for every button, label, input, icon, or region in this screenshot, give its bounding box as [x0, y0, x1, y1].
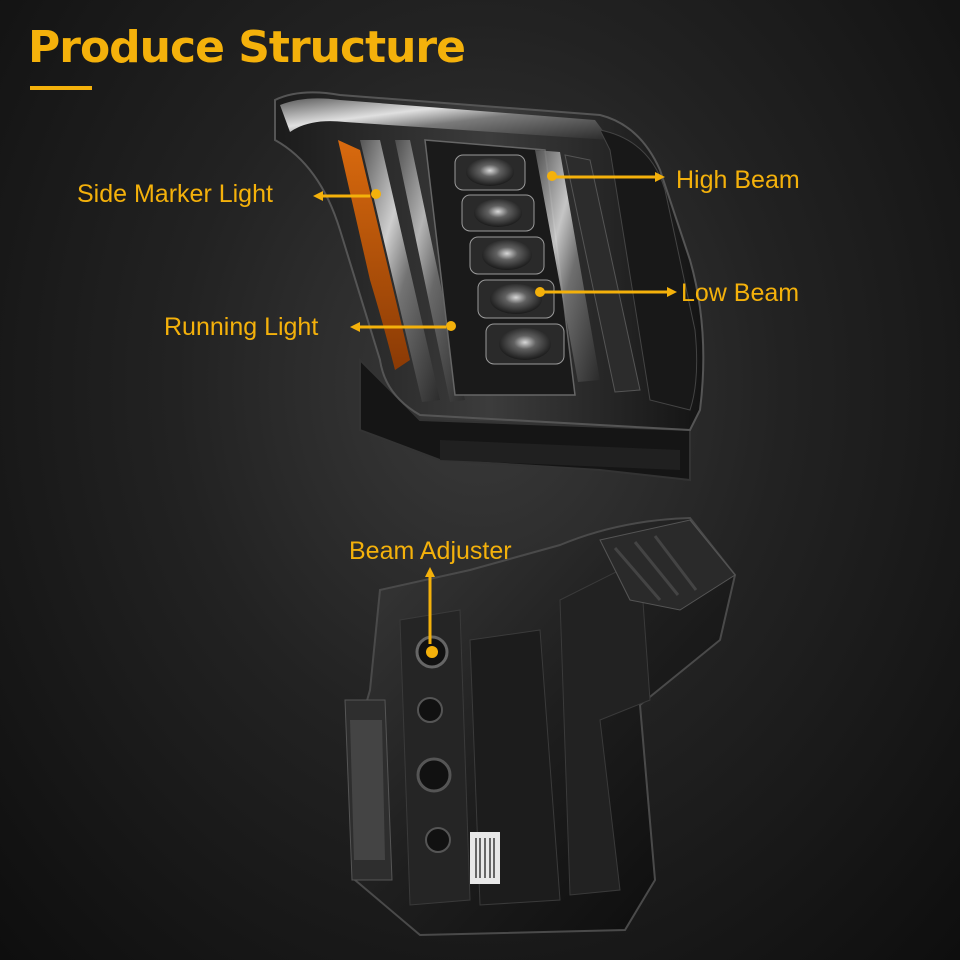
- label-side-marker-light: Side Marker Light: [77, 180, 273, 208]
- page-title: Produce Structure: [28, 22, 466, 73]
- label-beam-adjuster: Beam Adjuster: [349, 537, 512, 565]
- projector-lenses: [454, 154, 565, 365]
- headlight-front-view: [274, 91, 705, 482]
- label-running-light: Running Light: [164, 313, 319, 341]
- callout-arrows: [313, 172, 677, 644]
- headlight-rear-housing-view: [344, 516, 737, 937]
- label-low-beam: Low Beam: [681, 279, 800, 307]
- title-underline: [30, 86, 92, 90]
- label-high-beam: High Beam: [676, 166, 800, 194]
